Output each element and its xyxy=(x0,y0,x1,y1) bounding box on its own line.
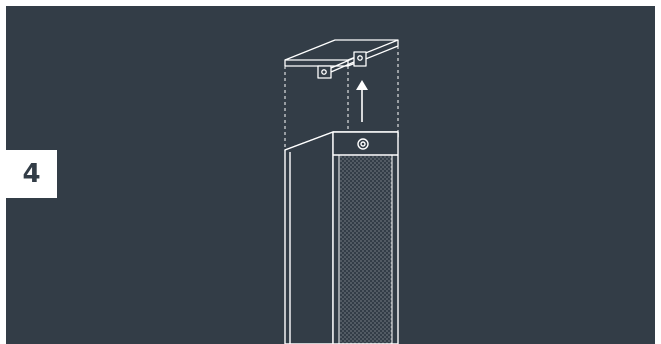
top-cap xyxy=(285,40,398,78)
lift-up-arrow-icon xyxy=(356,80,368,122)
step-number-badge: 4 xyxy=(6,150,57,198)
tower-body xyxy=(285,132,398,344)
